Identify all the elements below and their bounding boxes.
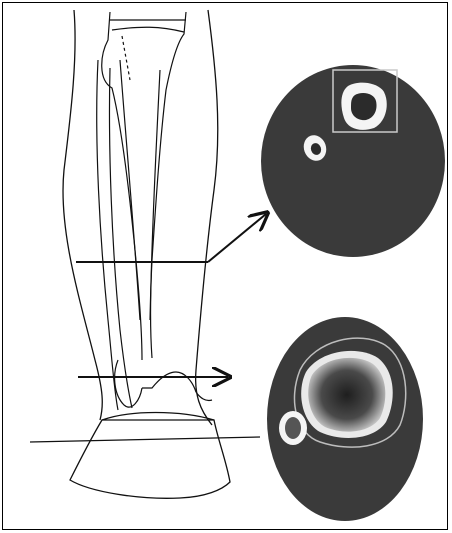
ankle-left: [115, 360, 142, 407]
tibia-inner: [120, 60, 140, 320]
tibia: [102, 12, 186, 360]
distal-cross-section: [267, 317, 423, 521]
tibia-head: [102, 12, 142, 360]
fibula: [97, 60, 132, 410]
fibula-right: [109, 68, 132, 408]
proximal-cross-section: [261, 65, 445, 257]
tibia-top: [110, 20, 186, 32]
foot-bone-top: [102, 413, 214, 421]
foot-bone: [70, 420, 230, 498]
ankle-center: [142, 372, 196, 392]
ankle-joint: [115, 360, 212, 407]
distal-tibia-marrow: [308, 358, 385, 432]
leg-outline-left: [63, 10, 102, 420]
tibia-head-right: [151, 12, 187, 358]
tibia-inner-2: [150, 70, 160, 320]
leg-outline: [63, 10, 218, 425]
fibula-left: [97, 60, 118, 410]
distal-fibula-marrow: [285, 417, 301, 439]
horizontal-cut-line: [30, 437, 260, 442]
tibia-dashed: [122, 36, 130, 80]
proximal-arrow: [208, 214, 266, 262]
tibia-section-marrow: [351, 93, 377, 120]
leg-outline-right: [196, 10, 218, 425]
